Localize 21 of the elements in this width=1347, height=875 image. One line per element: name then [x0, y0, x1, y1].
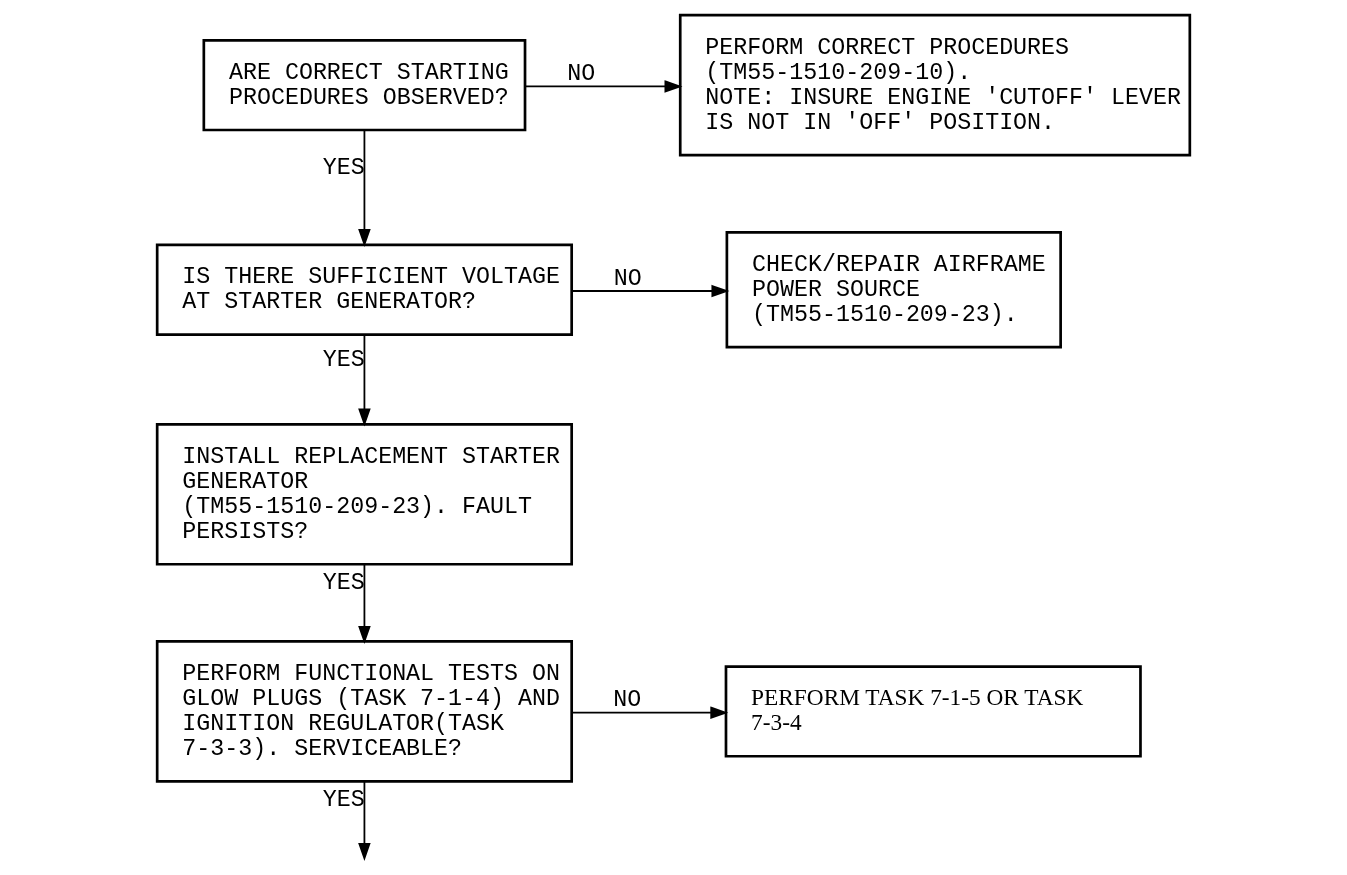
arrow — [571, 284, 730, 298]
arrow — [358, 563, 371, 644]
edge-label: NO — [567, 60, 596, 87]
node-box: ARE CORRECT STARTING PROCEDURES OBSERVED? — [202, 38, 527, 132]
node-box: CHECK/REPAIR AIRFRAME POWER SOURCE (TM55-1510-209-23). — [725, 230, 1062, 349]
node-box: PERFORM FUNCTIONAL TESTS ON GLOW PLUGS (TASK 7-1-4) AND IGNITION REGULATOR(TASK 7-3-3). SERVICEABLE? — [155, 640, 573, 783]
node-box: PERFORM CORRECT PROCEDURES (TM55-1510-209-10). NOTE: INSURE ENGINE 'CUTOFF' LEVER IS NOT IN 'OFF' POSITION. — [678, 13, 1192, 157]
arrow — [358, 129, 371, 247]
edge-label: YES — [322, 346, 365, 373]
edge-label: YES — [322, 787, 365, 814]
node-box: INSTALL REPLACEMENT STARTER GENERATOR (TM55-1510-209-23). FAULT PERSISTS? — [155, 422, 573, 566]
arrow — [358, 333, 371, 427]
edge-label: YES — [322, 570, 365, 597]
node-box: IS THERE SUFFICIENT VOLTAGE AT STARTER GENERATOR? — [155, 243, 573, 336]
arrow — [358, 780, 371, 861]
edge-label: YES — [322, 154, 365, 181]
edge-label: NO — [613, 265, 642, 292]
arrow — [571, 706, 729, 719]
node-box: PERFORM TASK 7-1-5 OR TASK 7-3-4 — [724, 665, 1142, 758]
arrow — [524, 80, 683, 93]
edge-label: NO — [613, 687, 642, 714]
